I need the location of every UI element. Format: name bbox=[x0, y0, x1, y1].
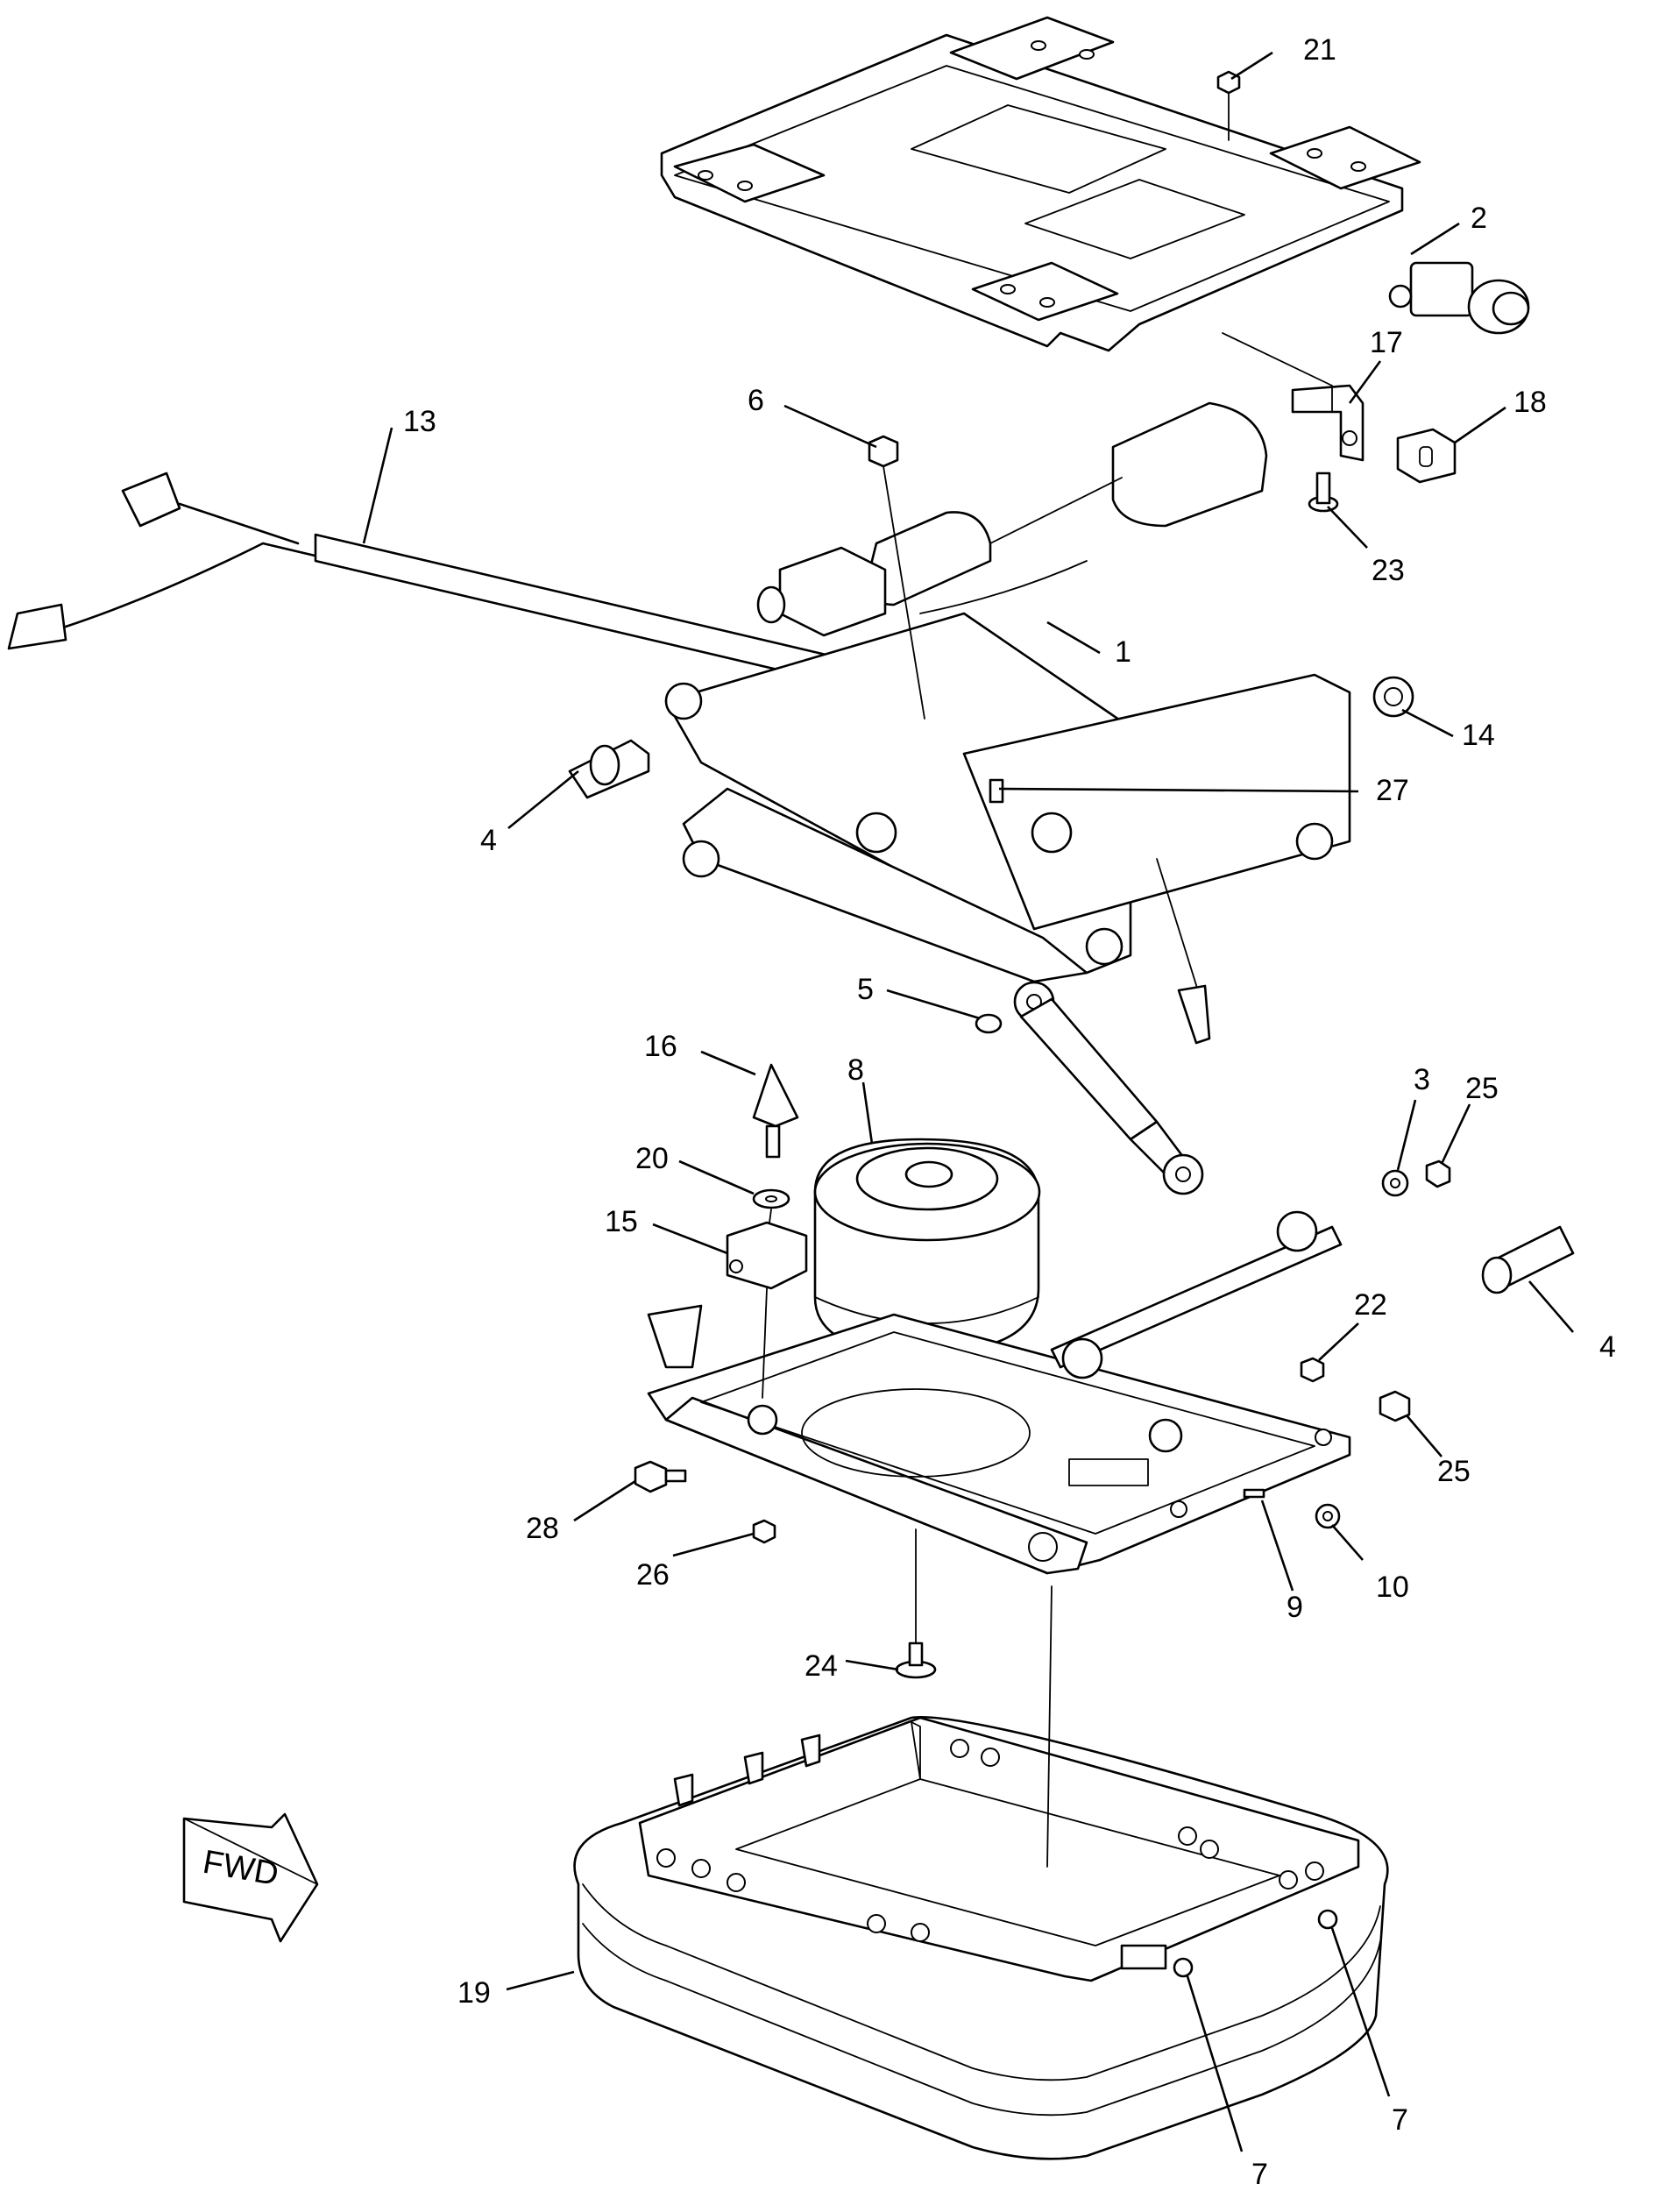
cross-rod bbox=[1050, 1210, 1343, 1453]
nut-26 bbox=[752, 1519, 776, 1544]
callout-10: 10 bbox=[1376, 1571, 1409, 1604]
callout-17: 17 bbox=[1370, 326, 1403, 359]
callout-19: 19 bbox=[457, 1976, 491, 2010]
spacer-4-lower bbox=[1481, 1225, 1575, 1294]
nut-25-upper bbox=[1425, 1159, 1451, 1188]
scissor-mechanism bbox=[568, 612, 1414, 983]
callout-16: 16 bbox=[644, 1030, 677, 1063]
callout-2: 2 bbox=[1471, 202, 1487, 235]
callout-13: 13 bbox=[403, 405, 436, 438]
callout-5: 5 bbox=[857, 973, 874, 1006]
bumper-18 bbox=[1396, 428, 1457, 484]
callout-21: 21 bbox=[1303, 33, 1336, 67]
pin-27 bbox=[989, 778, 1004, 804]
callout-23: 23 bbox=[1372, 554, 1405, 587]
wire-harness-13 bbox=[7, 472, 913, 703]
screw-9 bbox=[1243, 1488, 1265, 1499]
washer-10 bbox=[1315, 1503, 1341, 1529]
lower-base-plate bbox=[647, 1304, 1351, 1575]
bolt-28 bbox=[634, 1460, 687, 1493]
screw-23 bbox=[1308, 472, 1339, 513]
callout-3: 3 bbox=[1414, 1063, 1430, 1096]
callout-8: 8 bbox=[847, 1053, 864, 1087]
air-spring-8 bbox=[813, 1138, 1041, 1356]
bolt-24 bbox=[895, 1528, 937, 1679]
bolt-6 bbox=[868, 435, 925, 720]
callout-1: 1 bbox=[1115, 635, 1131, 669]
washer-3 bbox=[1381, 1169, 1409, 1197]
callout-7a: 7 bbox=[1251, 2158, 1268, 2191]
callout-20: 20 bbox=[635, 1142, 669, 1175]
callout-leaders bbox=[362, 51, 1574, 2152]
callout-7b: 7 bbox=[1392, 2103, 1408, 2137]
callout-22: 22 bbox=[1354, 1288, 1387, 1322]
top-seat-plate bbox=[660, 16, 1421, 352]
callout-18: 18 bbox=[1513, 386, 1547, 419]
nut-22 bbox=[1300, 1357, 1325, 1383]
latch-assembly-2 bbox=[1388, 261, 1530, 335]
bolt-lower bbox=[1156, 858, 1211, 1045]
callout-26: 26 bbox=[636, 1558, 670, 1592]
callout-4b: 4 bbox=[1599, 1330, 1616, 1364]
callout-25a: 25 bbox=[1465, 1072, 1499, 1105]
callout-27: 27 bbox=[1376, 774, 1409, 807]
callout-15: 15 bbox=[605, 1205, 638, 1238]
callout-9: 9 bbox=[1287, 1591, 1303, 1624]
callout-4a: 4 bbox=[480, 824, 497, 857]
washer-20 bbox=[752, 1188, 790, 1209]
callout-24: 24 bbox=[805, 1649, 838, 1683]
callout-25b: 25 bbox=[1437, 1455, 1471, 1488]
shock-absorber bbox=[975, 981, 1204, 1195]
callout-14: 14 bbox=[1462, 719, 1495, 752]
nut-25-lower bbox=[1379, 1390, 1411, 1422]
callout-labels: 21 2 17 18 23 13 6 1 14 27 4 5 16 8 20 1… bbox=[403, 33, 1616, 2191]
callout-28: 28 bbox=[526, 1512, 559, 1545]
fwd-direction-arrow: FWD bbox=[182, 1812, 319, 1943]
callout-6: 6 bbox=[748, 384, 764, 417]
motor-actuator bbox=[756, 401, 1268, 637]
block-15 bbox=[726, 1221, 808, 1290]
bracket-17 bbox=[1291, 384, 1365, 462]
suspension-boot-19 bbox=[573, 1715, 1389, 2160]
stop-bumper-16 bbox=[752, 1063, 799, 1159]
